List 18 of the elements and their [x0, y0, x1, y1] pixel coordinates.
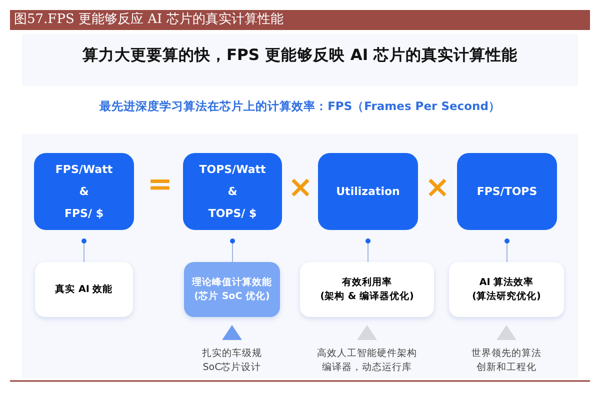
formula-box: TOPS/Watt & TOPS/ $ — [183, 153, 282, 230]
connector-line — [230, 238, 235, 262]
times-sign: × — [424, 173, 452, 203]
connector-line — [366, 238, 370, 262]
info-card: 真实 AI 效能 — [35, 262, 133, 317]
connector-line — [82, 238, 86, 262]
caption-text: 扎实的车级规SoC芯片设计 — [201, 347, 263, 375]
caption-text: 世界领先的算法创新和工程化 — [472, 347, 542, 375]
caption-text: 高效人工智能硬件架构编译器，动态运行库 — [317, 347, 417, 375]
title-banner: 图57.FPS 更能够反应 AI 芯片的真实计算性能 — [10, 10, 590, 30]
connector-line — [504, 238, 510, 262]
formula-box: Utilization — [318, 153, 418, 230]
heading: 算力大更要算的快，FPS 更能够反映 AI 芯片的真实计算性能 — [81, 45, 519, 66]
times-sign: × — [286, 173, 314, 203]
equals-sign: = — [146, 170, 174, 200]
subtitle: 最先进深度学习算法在芯片上的计算效率：FPS（Frames Per Second） — [98, 99, 502, 114]
formula-box: FPS/Watt & FPS/ $ — [34, 153, 134, 230]
formula-box: FPS/TOPS — [457, 153, 557, 230]
